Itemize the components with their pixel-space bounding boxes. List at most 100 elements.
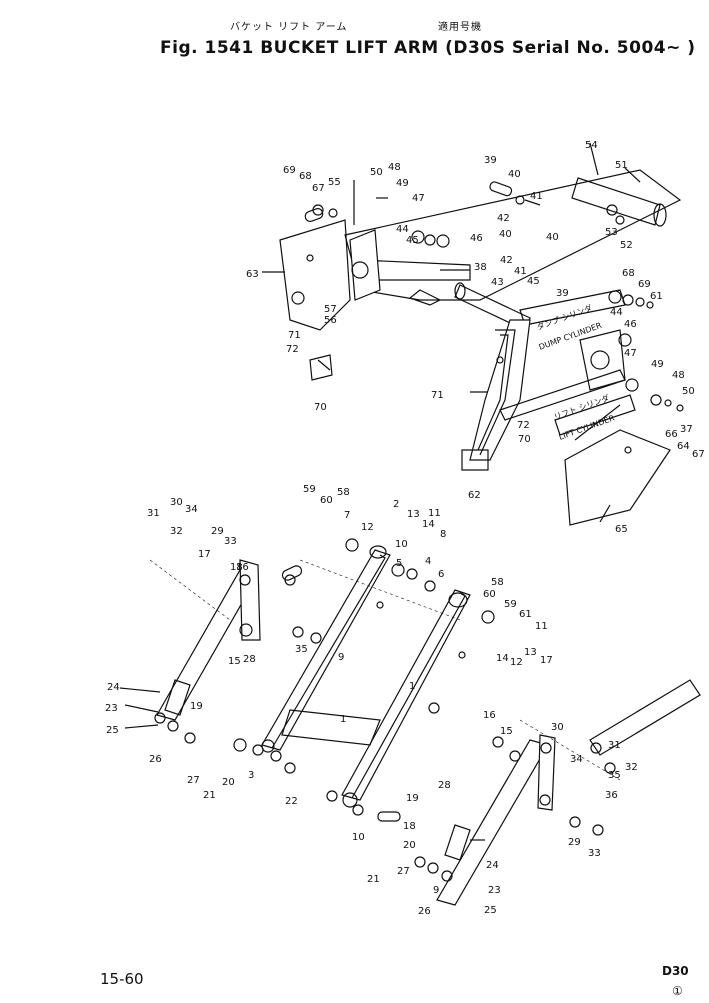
callout: 52 [620,240,633,251]
callout: 17 [540,655,553,666]
callout: 40 [499,229,512,240]
callout: 60 [483,589,496,600]
callout: 72 [517,420,530,431]
callout: 26 [418,906,431,917]
callout: 15 [228,656,241,667]
callout: 17 [198,549,211,560]
callout: 29 [568,837,581,848]
callout: 67 [312,183,325,194]
callout: 6 [438,569,444,580]
lower-cross-pipe [589,679,701,756]
callout: 11 [535,621,548,632]
callout: 45 [406,235,419,246]
callout: 12 [510,657,523,668]
callout: 29 [211,526,224,537]
callout: 58 [337,487,350,498]
callout: 48 [672,370,685,381]
callout: 47 [624,348,637,359]
callout: 43 [491,277,504,288]
callout: 10 [395,539,408,550]
callout: 59 [303,484,316,495]
callout: 51 [615,160,628,171]
callout: 33 [224,536,237,547]
lift-cylinder [554,394,636,436]
callout: 39 [556,288,569,299]
callout: 68 [622,268,635,279]
callout: 30 [551,722,564,733]
callout: 56 [324,315,337,326]
callout: 61 [519,609,532,620]
callout: 20 [222,777,235,788]
callout: 21 [367,874,380,885]
callout: 41 [530,191,543,202]
callout: 35 [608,770,621,781]
callout: 11 [428,508,441,519]
callout: 48 [388,162,401,173]
callout: 60 [320,495,333,506]
callout: 34 [570,754,583,765]
callout: 1 [340,714,346,725]
callout: 14 [496,653,509,664]
callout: 16 [483,710,496,721]
callout: 24 [486,860,499,871]
callout: 1 [409,681,415,692]
japanese-serial-label: 適用号機 [438,22,482,33]
callout: 53 [605,227,618,238]
callout: 69 [283,165,296,176]
callout: 26 [149,754,162,765]
callout: 16 [236,562,249,573]
callout: 40 [508,169,521,180]
callout: 8 [440,529,446,540]
upper-lift-arm [469,319,531,461]
left-side-plate [279,219,351,331]
callout: 31 [147,508,160,519]
callout: 68 [299,171,312,182]
callout: 33 [588,848,601,859]
callout: 14 [422,519,435,530]
callout: 44 [610,307,623,318]
callout: 4 [425,556,431,567]
callout: 2 [393,499,399,510]
callout: 12 [361,522,374,533]
callout: 25 [484,905,497,916]
callout: 22 [285,796,298,807]
main-frame-left-arm [261,549,391,751]
callout: 49 [396,178,409,189]
callout: 23 [105,703,118,714]
callout: 47 [412,193,425,204]
callout: 66 [665,429,678,440]
callout: 61 [650,291,663,302]
callout: 5 [396,558,402,569]
part-callouts: 69 68 67 55 50 48 49 47 46 45 44 63 57 5… [105,140,705,917]
callout: 67 [692,449,705,460]
callout: 54 [585,140,598,151]
callout: 58 [491,577,504,588]
callout: 41 [514,266,527,277]
main-crossbar [281,709,381,746]
callout: 45 [527,276,540,287]
callout: 20 [403,840,416,851]
callout: 9 [433,885,439,896]
callout: 35 [295,644,308,655]
callout: 13 [524,647,537,658]
callout: 49 [651,359,664,370]
callout: 39 [484,155,497,166]
page-number: 15-60 [100,970,144,988]
callout: 27 [187,775,200,786]
callout: 21 [203,790,216,801]
callout: 65 [615,524,628,535]
callout: 50 [370,167,383,178]
callout: 72 [286,344,299,355]
callout: 24 [107,682,120,693]
callout: 57 [324,304,337,315]
callout: 19 [190,701,203,712]
callout: 40 [546,232,559,243]
callout: 3 [248,770,254,781]
callout: 64 [677,441,690,452]
japanese-title: バケット リフト アーム [230,22,348,33]
callout: 62 [468,490,481,501]
callout: 10 [352,832,365,843]
callout: 37 [680,424,693,435]
callout: 59 [504,599,517,610]
